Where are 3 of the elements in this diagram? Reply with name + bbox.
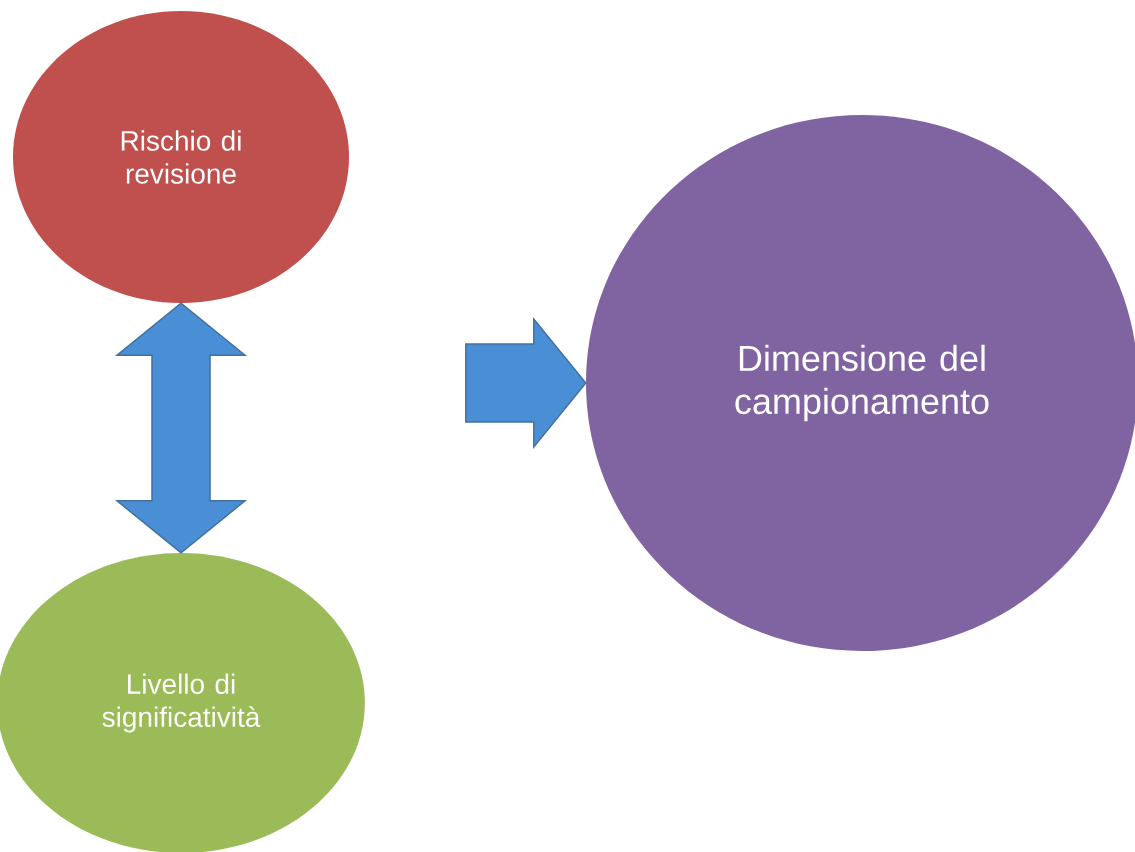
- block-arrow: [114, 302, 248, 554]
- block-arrow: [465, 316, 587, 450]
- ellipse-node: Rischio di revisione: [13, 11, 349, 303]
